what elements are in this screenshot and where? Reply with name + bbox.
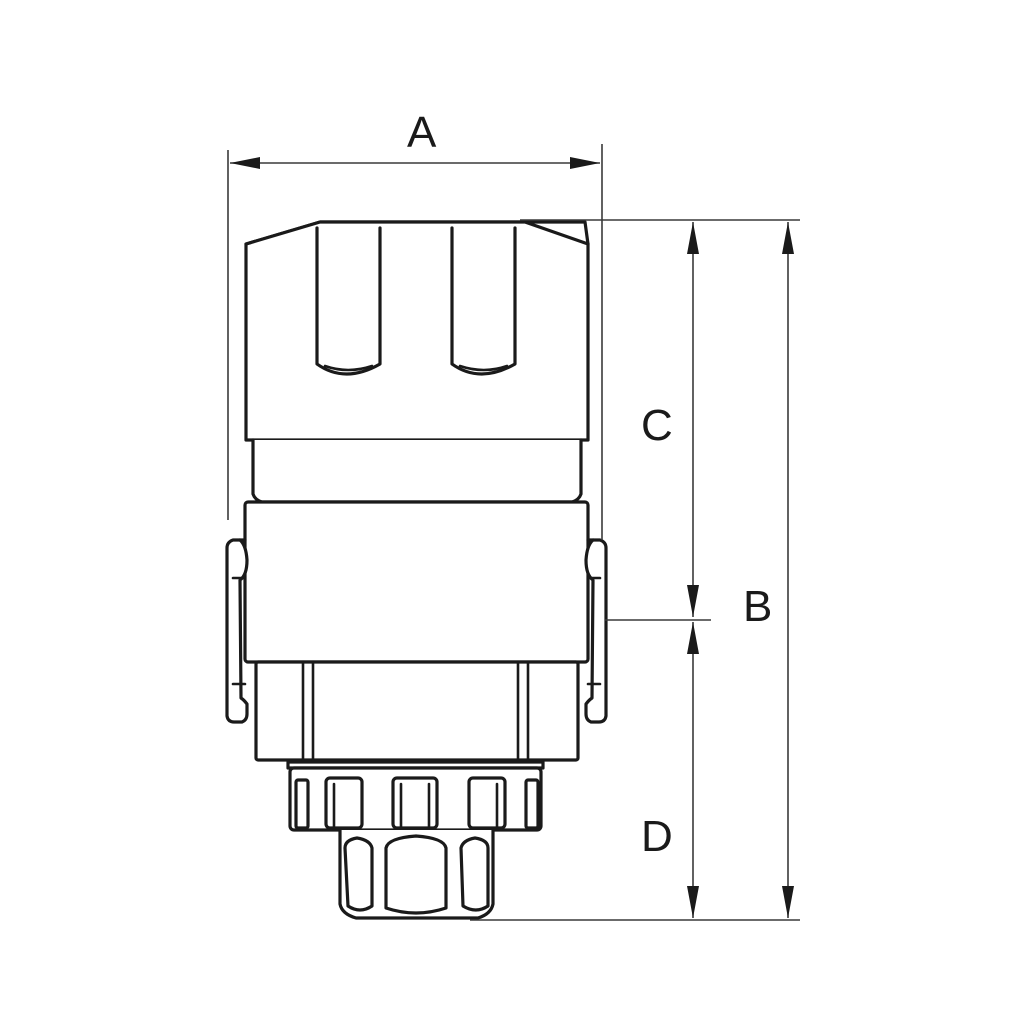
bottom-nut <box>338 828 495 920</box>
dimension-c: C <box>520 219 800 617</box>
cap-head <box>244 220 590 442</box>
seal-nut <box>286 760 545 832</box>
main-body <box>225 500 608 724</box>
dimension-a: A <box>227 108 603 540</box>
dimension-label-d: D <box>641 812 673 861</box>
dimension-label-b: B <box>743 582 772 631</box>
dimension-label-c: C <box>641 401 673 450</box>
cap-neck <box>251 438 583 504</box>
dimension-b: B <box>743 222 794 918</box>
dimension-label-a: A <box>407 108 437 157</box>
lower-housing <box>254 660 580 762</box>
dimension-d: D <box>470 622 800 921</box>
